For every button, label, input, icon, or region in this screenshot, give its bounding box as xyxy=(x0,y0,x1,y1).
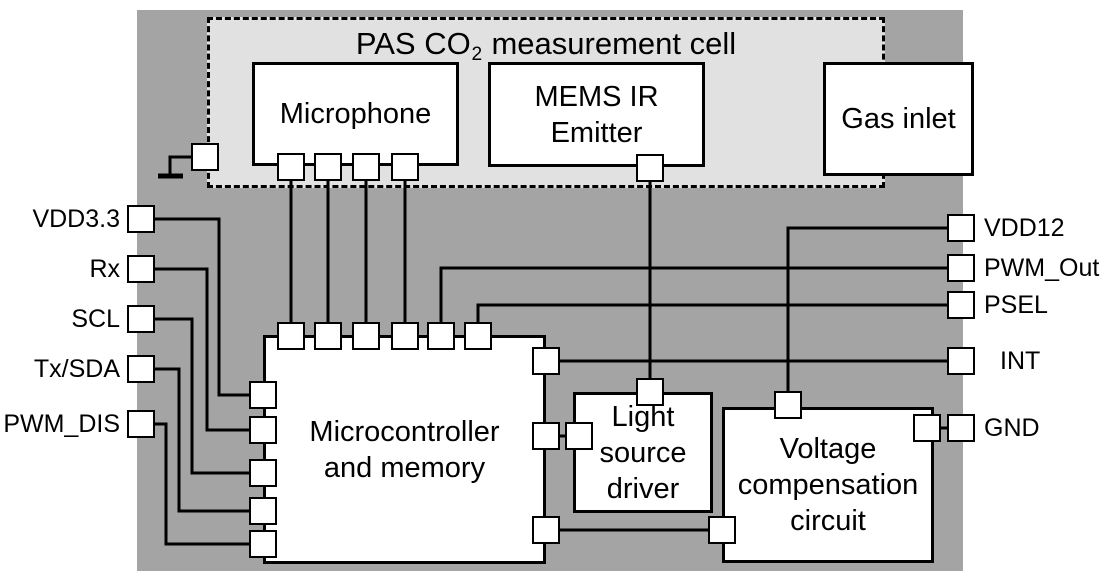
mcu-top-pin-6 xyxy=(464,322,492,350)
mcu-top-pin-5 xyxy=(427,322,455,350)
board-pin-gnd xyxy=(947,414,975,442)
mcu-top-pin-1 xyxy=(277,322,305,350)
mcu-left-pin-2 xyxy=(249,416,277,444)
pin-label-pwmout: PWM_Out xyxy=(984,254,1100,282)
microcontroller-block: Microcontroller and memory xyxy=(263,335,546,564)
mcu-left-pin-1 xyxy=(249,381,277,409)
pin-label-txsda: Tx/SDA xyxy=(33,355,120,383)
board-pin-int xyxy=(947,347,975,375)
gas-inlet-block: Gas inlet xyxy=(823,62,974,176)
pin-label-pwmdis: PWM_DIS xyxy=(3,410,120,438)
voltage-compensation-block: Voltage compensation circuit xyxy=(722,407,934,563)
microphone-pin-4 xyxy=(391,153,419,181)
mcu-right-pin-1 xyxy=(532,347,560,375)
mcu-right-pin-2 xyxy=(532,422,560,450)
vcc-top-pin xyxy=(774,391,802,419)
measurement-cell-title: PAS CO2 measurement cell xyxy=(210,26,882,66)
pin-label-scl: SCL xyxy=(71,305,120,333)
board-pin-pwmout xyxy=(947,254,975,282)
microphone-block: Microphone xyxy=(252,62,459,166)
driver-top-pin xyxy=(636,378,664,406)
board-pin-psel xyxy=(947,291,975,319)
mcu-left-pin-5 xyxy=(249,530,277,558)
cell-title-suffix: measurement cell xyxy=(491,26,737,61)
cell-title-prefix: PAS CO xyxy=(355,26,471,61)
light-source-driver-label: Light source driver xyxy=(599,400,687,505)
pin-label-psel: PSEL xyxy=(984,291,1048,319)
board-pin-rx xyxy=(127,255,155,283)
mcu-left-pin-4 xyxy=(249,497,277,525)
microphone-pin-1 xyxy=(277,153,305,181)
board-pin-scl xyxy=(127,305,155,333)
driver-left-pin xyxy=(565,422,593,450)
microphone-label: Microphone xyxy=(279,98,432,130)
mcu-top-pin-3 xyxy=(352,322,380,350)
pin-label-vdd12: VDD12 xyxy=(984,214,1065,242)
microphone-pin-3 xyxy=(352,153,380,181)
cell-ground-pin xyxy=(191,143,219,171)
microphone-pin-2 xyxy=(314,153,342,181)
pin-label-vdd33: VDD3.3 xyxy=(32,205,120,233)
mcu-left-pin-3 xyxy=(249,459,277,487)
pin-label-rx: Rx xyxy=(89,255,120,283)
board-pin-pwmdis xyxy=(127,410,155,438)
light-source-driver-block: Light source driver xyxy=(573,392,713,513)
pin-label-int: INT xyxy=(1000,347,1041,375)
mcu-right-pin-3 xyxy=(532,516,560,544)
mcu-top-pin-4 xyxy=(391,322,419,350)
vcc-right-pin xyxy=(913,414,941,442)
mems-ir-emitter-block: MEMS IR Emitter xyxy=(488,62,705,167)
mems-ir-emitter-label: MEMS IR Emitter xyxy=(534,80,659,149)
board-pin-txsda xyxy=(127,355,155,383)
board-pin-vdd33 xyxy=(127,205,155,233)
microcontroller-label: Microcontroller and memory xyxy=(309,415,500,484)
mems-emitter-pin xyxy=(636,154,664,182)
voltage-compensation-label: Voltage compensation circuit xyxy=(737,433,919,537)
gas-inlet-label: Gas inlet xyxy=(841,103,956,135)
mcu-top-pin-2 xyxy=(314,322,342,350)
pin-label-gnd: GND xyxy=(984,414,1040,442)
vcc-left-pin xyxy=(708,516,736,544)
cell-title-subscript: 2 xyxy=(471,43,483,65)
board-pin-vdd12 xyxy=(947,214,975,242)
